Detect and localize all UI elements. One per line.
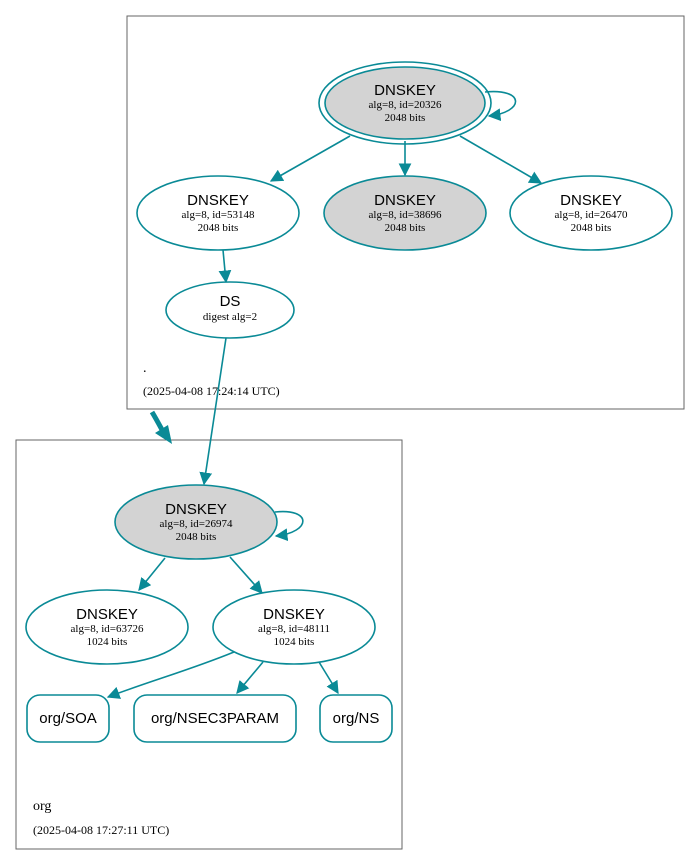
node-line1: digest alg=2: [203, 311, 257, 323]
edge-root-ksk-self: [484, 90, 517, 122]
node-title: DNSKEY: [374, 82, 436, 99]
node-line1: alg=8, id=48111: [258, 623, 330, 635]
zone-root-timestamp: (2025-04-08 17:24:14 UTC): [143, 384, 280, 398]
node-org-dnskey-48111: DNSKEY alg=8, id=48111 1024 bits: [212, 589, 376, 665]
node-org-ds: DS digest alg=2: [165, 281, 295, 339]
node-line2: 2048 bits: [198, 222, 239, 234]
node-title: DNSKEY: [187, 192, 249, 209]
edge-ds-to-org-ksk: [199, 337, 227, 486]
zone-org-timestamp: (2025-04-08 17:27:11 UTC): [33, 823, 169, 837]
node-line2: 2048 bits: [571, 222, 612, 234]
edge-48111-to-nsec3param: [236, 661, 264, 694]
node-root-dnskey-26470: DNSKEY alg=8, id=26470 2048 bits: [509, 175, 673, 251]
node-title: DS: [220, 293, 241, 310]
node-shape: [319, 694, 393, 743]
zone-root-box: [126, 15, 685, 410]
node-root-dnskey-38696: DNSKEY alg=8, id=38696 2048 bits: [323, 175, 487, 251]
zone-org-box: [15, 439, 403, 850]
node-org-dnskey-26974: DNSKEY alg=8, id=26974 2048 bits: [114, 484, 278, 560]
node-title: DNSKEY: [76, 606, 138, 623]
node-shape: [165, 281, 295, 339]
edge-root-ksk-to-53148: [269, 135, 351, 182]
edge-root-ksk-to-26470: [459, 135, 543, 184]
edge-53148-to-ds: [218, 249, 232, 284]
node-line2: 2048 bits: [385, 112, 426, 124]
edge-org-ksk-self: [274, 510, 304, 542]
node-title: org/SOA: [39, 710, 97, 727]
node-org-soa: org/SOA: [26, 694, 110, 743]
node-title: DNSKEY: [374, 192, 436, 209]
node-line1: alg=8, id=63726: [71, 623, 144, 635]
node-shape: [26, 694, 110, 743]
node-line1: alg=8, id=26974: [160, 518, 233, 530]
node-shape: [114, 484, 278, 560]
node-shape: [136, 175, 300, 251]
edge-org-ksk-to-48111: [229, 556, 263, 594]
node-org-nsec3param: org/NSEC3PARAM: [133, 694, 297, 743]
node-line1: alg=8, id=53148: [182, 209, 255, 221]
node-title: DNSKEY: [165, 501, 227, 518]
node-line1: alg=8, id=20326: [369, 99, 442, 111]
node-title: DNSKEY: [263, 606, 325, 623]
node-shape: [212, 589, 376, 665]
node-shape: [133, 694, 297, 743]
node-shape: [509, 175, 673, 251]
node-root-dnskey-53148: DNSKEY alg=8, id=53148 2048 bits: [136, 175, 300, 251]
node-root-dnskey-20326: DNSKEY alg=8, id=20326 2048 bits: [318, 61, 492, 145]
node-shape: [25, 589, 189, 665]
node-org-ns: org/NS: [319, 694, 393, 743]
edge-org-ksk-to-63726: [138, 557, 166, 591]
node-line2: 2048 bits: [176, 531, 217, 543]
node-line2: 1024 bits: [274, 636, 315, 648]
node-title: org/NS: [333, 710, 380, 727]
node-line1: alg=8, id=26470: [555, 209, 628, 221]
node-shape: [323, 175, 487, 251]
edge-48111-to-ns: [318, 661, 339, 695]
edge-48111-to-soa: [106, 651, 235, 699]
node-title: DNSKEY: [560, 192, 622, 209]
node-line2: 2048 bits: [385, 222, 426, 234]
node-title: org/NSEC3PARAM: [151, 710, 279, 727]
zone-org-name: org: [33, 799, 51, 814]
node-line2: 1024 bits: [87, 636, 128, 648]
zone-root-name: .: [143, 361, 147, 376]
node-shape: [324, 66, 486, 140]
node-org-dnskey-63726: DNSKEY alg=8, id=63726 1024 bits: [25, 589, 189, 665]
node-line1: alg=8, id=38696: [369, 209, 442, 221]
zone-delegation-arrowhead: [155, 425, 172, 444]
node-outer-ring: [318, 61, 492, 145]
